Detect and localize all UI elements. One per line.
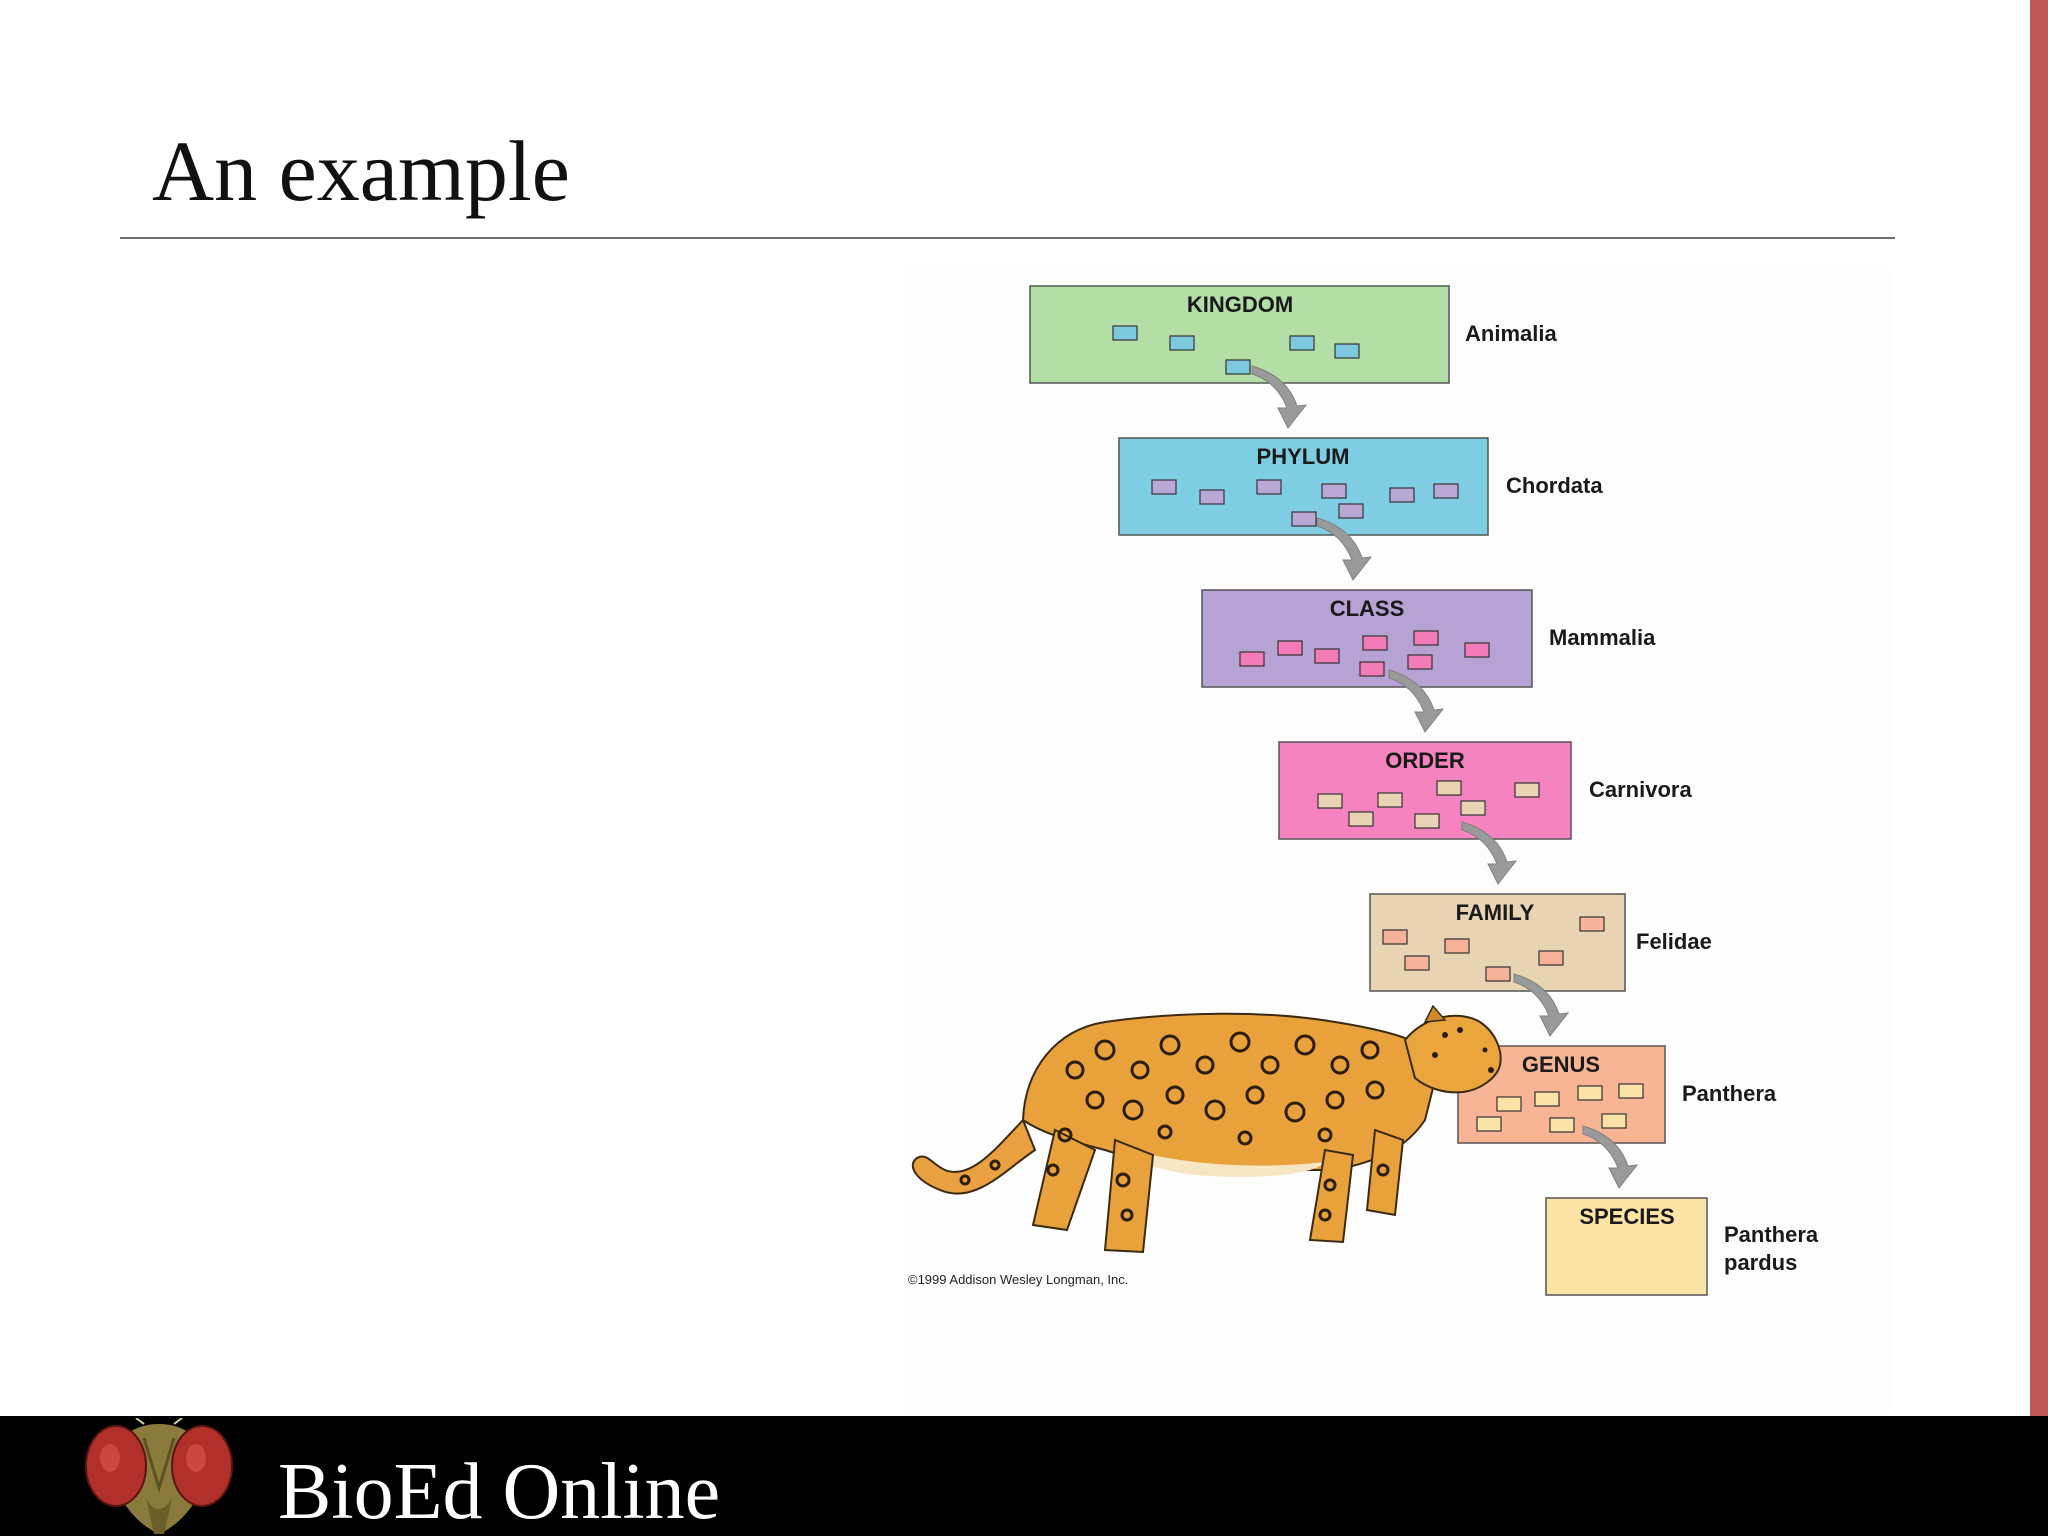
classification-figure: KINGDOM Animalia PHYLUM Chordata CLASS	[905, 270, 1890, 1410]
leopard-hind-leg-2	[1103, 1138, 1155, 1254]
genus-rank-label: GENUS	[1522, 1052, 1600, 1077]
phylum-taxon: Chordata	[1506, 473, 1603, 498]
footer-bar	[0, 1416, 2048, 1536]
rank-genus: GENUS Panthera	[1457, 1045, 1777, 1144]
class-taxon: Mammalia	[1549, 625, 1656, 650]
arrow-phylum-class	[1316, 517, 1373, 581]
family-chips	[1382, 916, 1605, 982]
title-divider	[120, 237, 1895, 239]
species-taxon-line2: pardus	[1724, 1250, 1797, 1275]
order-chips	[1317, 780, 1540, 829]
kingdom-chips	[1112, 325, 1360, 375]
rank-kingdom: KINGDOM Animalia	[1029, 285, 1557, 384]
rank-arrows	[1251, 365, 1639, 1189]
order-taxon: Carnivora	[1589, 777, 1692, 802]
rank-species: SPECIES Panthera pardus	[1545, 1197, 1819, 1296]
arrow-class-order	[1388, 669, 1445, 733]
rank-phylum: PHYLUM Chordata	[1118, 437, 1603, 536]
rank-family: FAMILY Felidae	[1369, 893, 1712, 992]
phylum-chips	[1151, 479, 1459, 527]
family-taxon: Felidae	[1636, 929, 1712, 954]
family-rank-label: FAMILY	[1456, 900, 1535, 925]
arrow-genus-species	[1582, 1125, 1639, 1189]
kingdom-rank-label: KINGDOM	[1187, 292, 1293, 317]
rank-order: ORDER Carnivora	[1278, 741, 1692, 840]
order-rank-label: ORDER	[1385, 748, 1465, 773]
kingdom-taxon: Animalia	[1465, 321, 1557, 346]
leopard-head-spots	[1432, 1027, 1494, 1073]
leopard-head	[1403, 1014, 1502, 1094]
rank-class: CLASS Mammalia	[1201, 589, 1656, 688]
slide-title: An example	[152, 123, 570, 219]
leopard-front-leg	[1365, 1128, 1405, 1217]
species-taxon-line1: Panthera	[1724, 1222, 1819, 1247]
genus-chips	[1476, 1083, 1644, 1133]
leopard-rosettes	[959, 1031, 1390, 1222]
leopard-illustration	[911, 1004, 1502, 1254]
species-box	[1545, 1197, 1708, 1296]
fruit-fly-logo-icon	[85, 1418, 233, 1534]
arrow-kingdom-phylum	[1251, 365, 1308, 429]
leopard-ear	[1423, 1004, 1447, 1023]
species-rank-label: SPECIES	[1579, 1204, 1674, 1229]
arrow-order-family	[1461, 821, 1518, 885]
copyright-notice: ©1999 Addison Wesley Longman, Inc.	[908, 1272, 1128, 1287]
accent-sidebar	[2030, 0, 2048, 1416]
arrow-family-genus	[1513, 973, 1570, 1037]
footer-brand-name: BioEd Online	[278, 1448, 721, 1536]
class-rank-label: CLASS	[1330, 596, 1405, 621]
leopard-belly	[1115, 1145, 1325, 1177]
phylum-rank-label: PHYLUM	[1257, 444, 1350, 469]
class-chips	[1239, 630, 1490, 677]
classification-diagram: KINGDOM Animalia PHYLUM Chordata CLASS	[908, 285, 1819, 1296]
leopard-tail	[911, 1118, 1037, 1195]
genus-taxon: Panthera	[1682, 1081, 1777, 1106]
leopard-hind-leg	[1031, 1128, 1097, 1232]
